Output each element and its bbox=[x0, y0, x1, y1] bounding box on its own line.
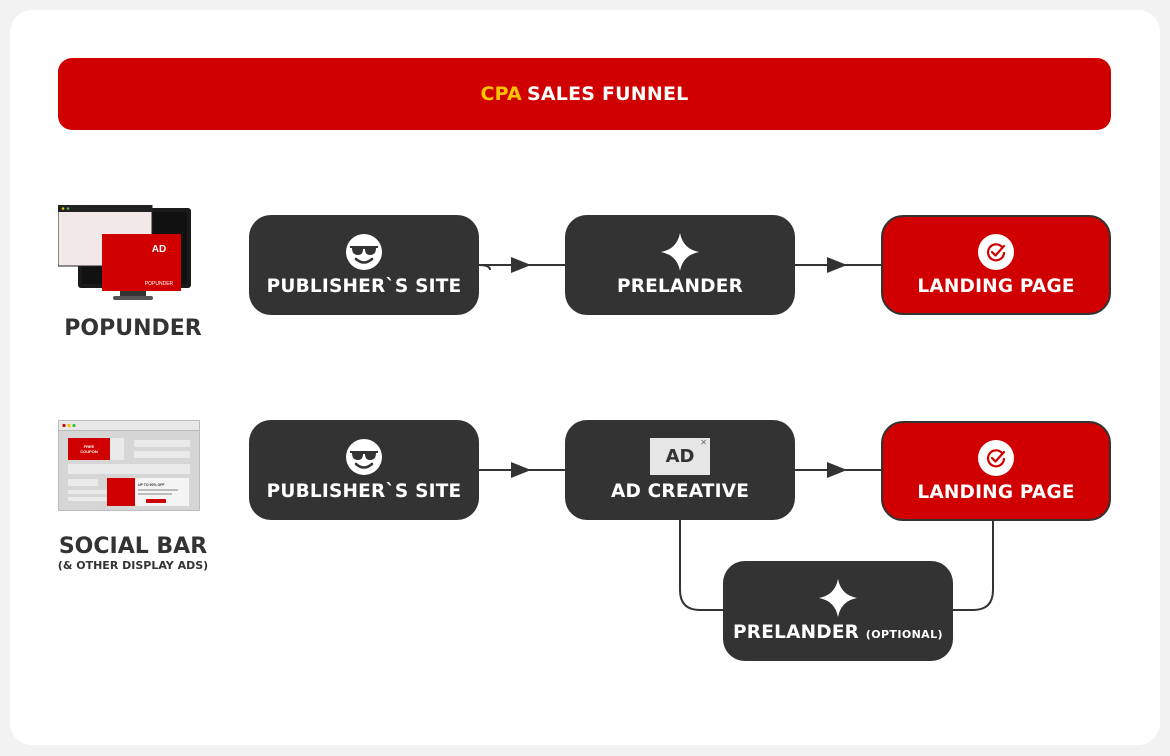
diagram-card bbox=[10, 10, 1160, 745]
row-label-popunder: POPUNDER bbox=[64, 316, 202, 341]
popunder-caption-text: POPUNDER bbox=[145, 281, 174, 287]
close-icon: ✕ bbox=[700, 438, 707, 447]
node-landing-page: LANDING PAGE bbox=[881, 421, 1111, 521]
connector-adcreative-to-optional bbox=[679, 520, 723, 611]
row-label-social-bar: SOCIAL BAR bbox=[58, 534, 208, 559]
target-check-icon bbox=[978, 233, 1014, 270]
arrowhead bbox=[511, 257, 531, 273]
node-label: PUBLISHER`S SITE bbox=[266, 480, 462, 502]
node-label: LANDING PAGE bbox=[917, 481, 1075, 503]
node-publishers-site: PUBLISHER`S SITE bbox=[249, 420, 479, 520]
ad-icon-text: AD bbox=[665, 446, 695, 467]
node-label: PUBLISHER`S SITE bbox=[266, 275, 462, 297]
offer-text: UP TO 90% OFF bbox=[138, 483, 165, 487]
title-text: SALES FUNNEL bbox=[526, 83, 689, 105]
title-banner: CPA SALES FUNNEL bbox=[58, 58, 1111, 130]
sunglasses-face-icon bbox=[345, 438, 383, 475]
sunglasses-face-icon bbox=[345, 233, 383, 270]
node-label: PRELANDER (OPTIONAL) bbox=[733, 622, 943, 643]
title-accent: CPA bbox=[480, 83, 522, 105]
popunder-illustration: AD POPUNDER bbox=[58, 205, 191, 300]
ad-icon: AD ✕ bbox=[650, 438, 710, 475]
node-ad-creative: AD ✕ AD CREATIVE bbox=[565, 420, 795, 520]
connector-optional-to-landing bbox=[953, 521, 994, 611]
svg-text:COUPON: COUPON bbox=[80, 449, 98, 454]
social-bar-illustration: FREE COUPON UP TO 90% OFF bbox=[58, 420, 200, 511]
coupon-text: FREE bbox=[84, 444, 95, 449]
popunder-ad-text: AD bbox=[152, 244, 166, 255]
node-label-main: PRELANDER bbox=[733, 621, 860, 643]
arrowhead bbox=[827, 257, 847, 273]
arrowhead bbox=[511, 462, 531, 478]
target-check-icon bbox=[978, 439, 1014, 476]
node-prelander: PRELANDER bbox=[565, 215, 795, 315]
node-label-qualifier: (OPTIONAL) bbox=[865, 627, 943, 641]
row-sublabel-social-bar: (& OTHER DISPLAY ADS) bbox=[57, 559, 209, 572]
node-label: AD CREATIVE bbox=[610, 480, 750, 502]
sparkle-icon bbox=[660, 232, 700, 271]
node-publishers-site: PUBLISHER`S SITE bbox=[249, 215, 479, 315]
sparkle-icon bbox=[818, 578, 858, 617]
node-label: LANDING PAGE bbox=[917, 275, 1075, 297]
node-label: PRELANDER bbox=[616, 275, 744, 297]
node-landing-page: LANDING PAGE bbox=[881, 215, 1111, 315]
arrowhead bbox=[827, 462, 847, 478]
node-prelander-optional: PRELANDER (OPTIONAL) bbox=[723, 561, 953, 661]
